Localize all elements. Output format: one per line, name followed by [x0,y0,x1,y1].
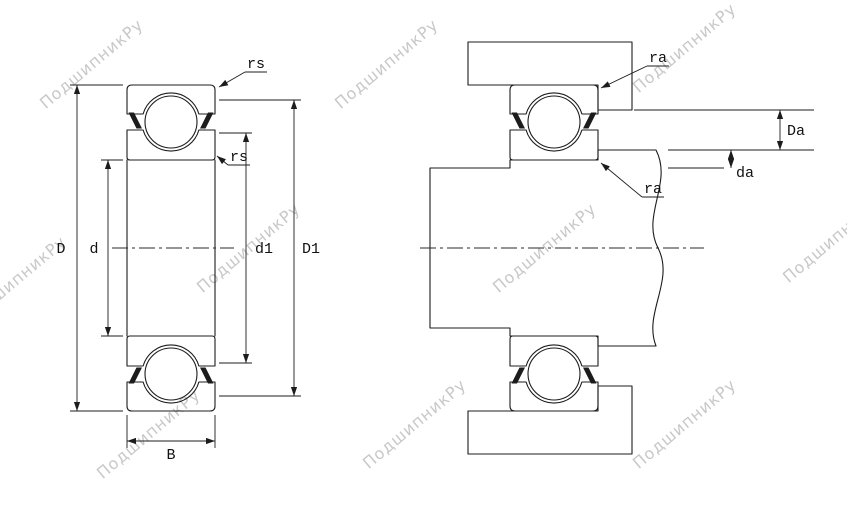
bearing-section-top [126,84,216,161]
bearing-section-bottom [509,335,599,412]
rs-inner-label: rs [230,149,248,166]
rs-outer-label: rs [247,56,265,73]
ra-shaft-label: ra [644,181,662,198]
rs-inner-leader [216,155,229,166]
watermark-text: ПодшипникРу [359,375,470,472]
watermark-text: ПодшипникРу [629,0,740,97]
watermark-text: ПодшипникРу [193,199,304,296]
dim-B-label: B [166,447,175,464]
watermark-text: ПодшипникРу [93,385,204,482]
dim-D-label: D [56,241,65,258]
bearing-cross-section-view: D d d1 D1 B rs rs [56,56,320,464]
ra-housing-leader [600,65,648,89]
bearing-mounting-view: ra ra Da da [420,41,814,455]
dim-D1-label: D1 [302,241,320,258]
dim-d1-label: d1 [255,241,273,258]
watermark-text: ПодшипникРу [331,15,442,112]
dim-Da-label: Da [787,123,805,140]
ra-housing-label: ra [649,50,667,67]
bearing-section-top [509,84,599,161]
watermark-text: ПодшипникРу [629,375,740,472]
watermark-text: ПодшипникРу [36,15,147,112]
dim-d-label: d [89,241,98,258]
ra-shaft-leader [600,162,643,198]
rs-outer-leader [218,71,246,88]
watermark-text: ПодшипникРу [779,189,847,286]
dim-da-label: da [736,165,754,182]
